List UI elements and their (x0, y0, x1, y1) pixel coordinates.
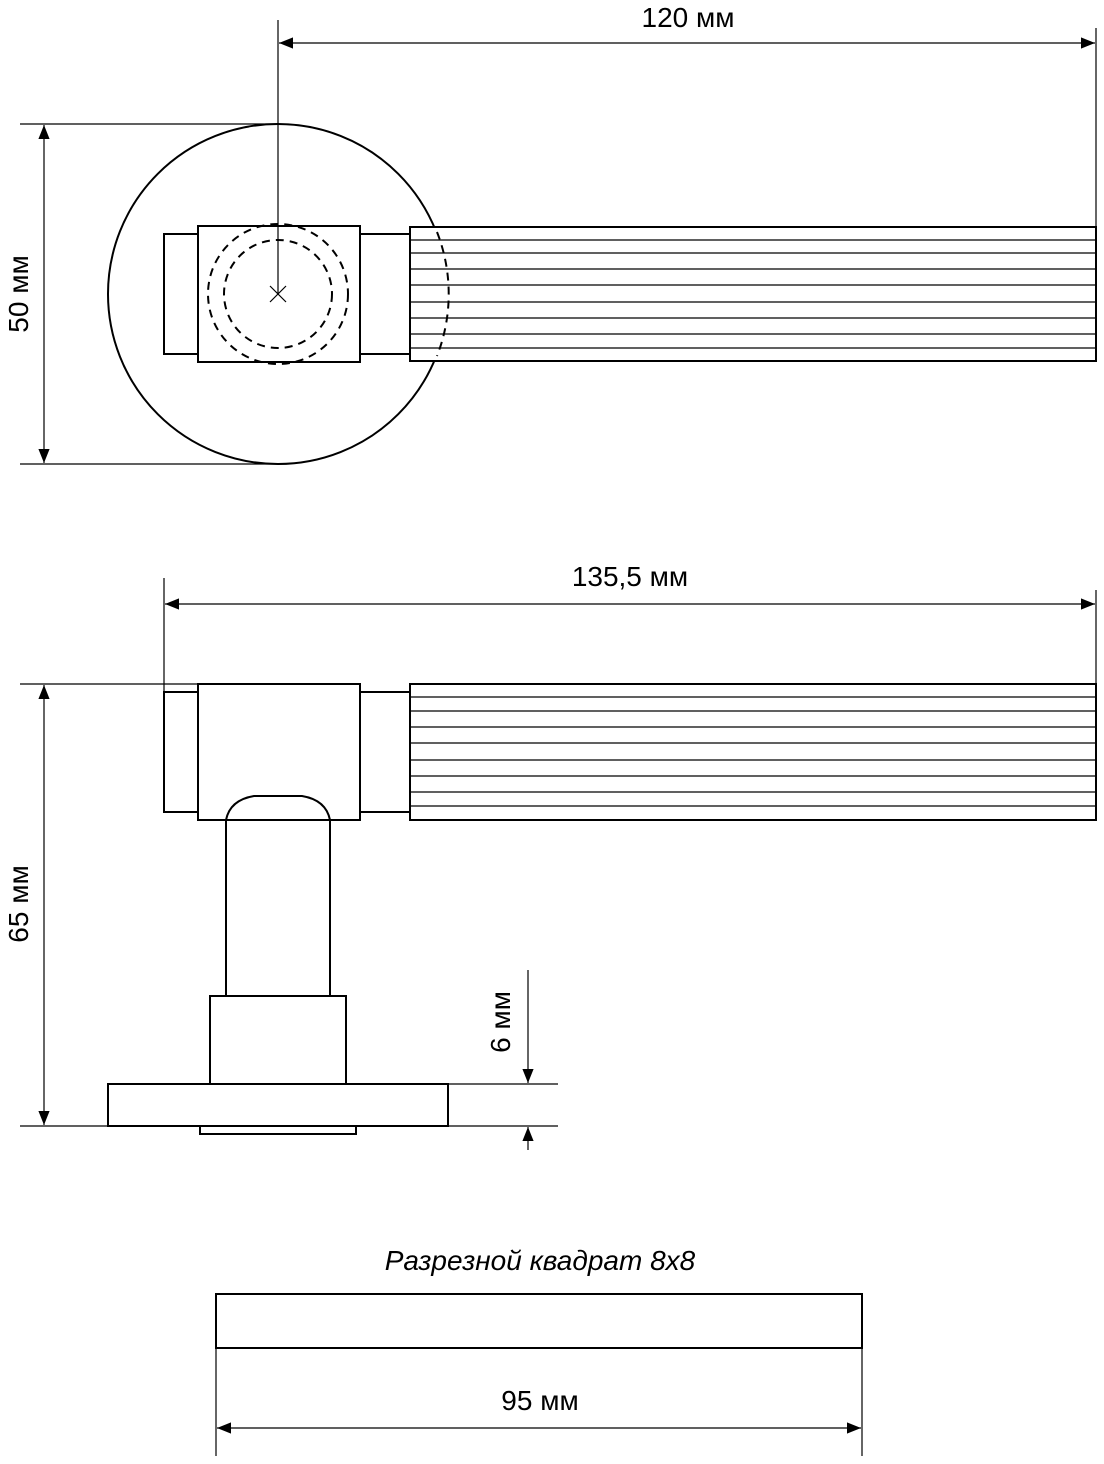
rosette-base (107, 1083, 449, 1127)
spindle-title: Разрезной квадрат 8x8 (385, 1245, 696, 1276)
side-neck (357, 691, 413, 813)
left-cap (163, 233, 201, 355)
stem (225, 795, 331, 997)
collar (209, 995, 347, 1085)
lever-top (409, 226, 1097, 362)
side-left-cap (163, 691, 201, 813)
spindle-bar (215, 1293, 863, 1349)
dim-label-135: 135,5 мм (572, 561, 688, 592)
spindle-view: Разрезной квадрат 8x8 95 мм (215, 1245, 863, 1456)
top-view: 120 мм 50 мм (3, 2, 1097, 465)
side-hub (197, 683, 361, 821)
dim-label-65: 65 мм (3, 865, 34, 942)
square-hub (197, 225, 361, 363)
rosette-under (199, 1125, 357, 1135)
neck-block (357, 233, 413, 355)
dim-label-50: 50 мм (3, 255, 34, 332)
lever-side (409, 683, 1097, 821)
dim-label-95: 95 мм (501, 1385, 578, 1416)
side-view: 135,5 мм 65 мм 6 мм (3, 561, 1097, 1150)
dim-label-120: 120 мм (642, 2, 735, 33)
dim-label-6: 6 мм (485, 991, 516, 1053)
